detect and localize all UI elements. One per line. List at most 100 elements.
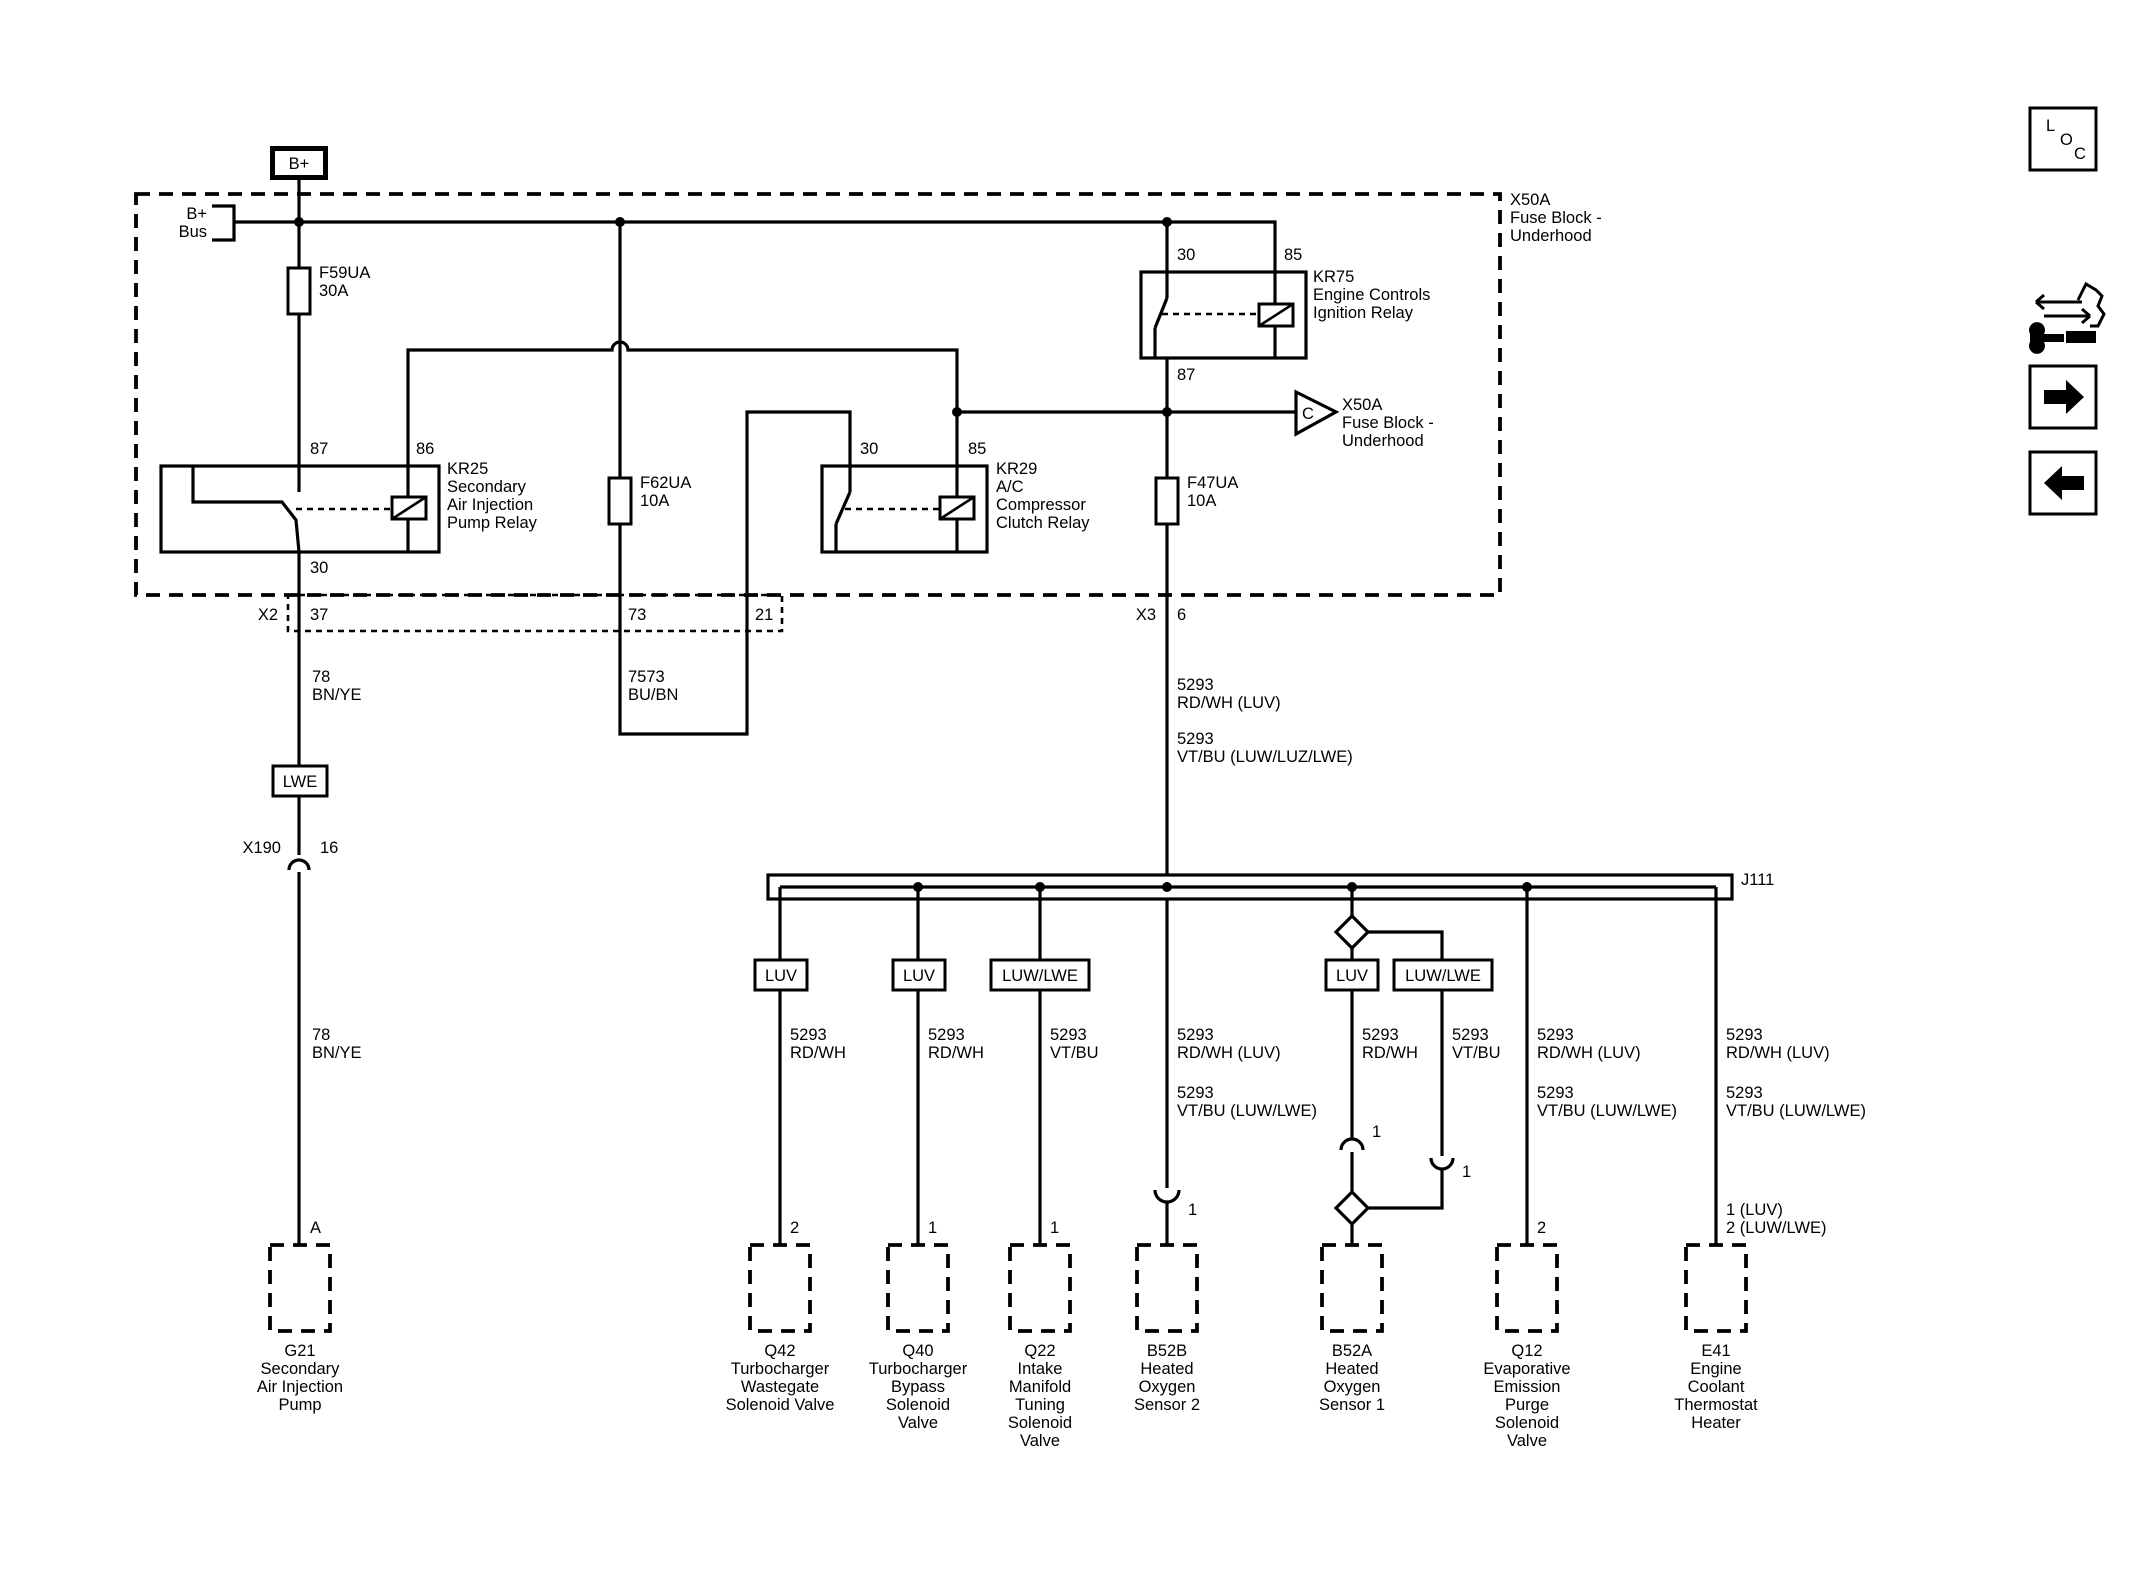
b52a-pin-upper: 1 xyxy=(1372,1123,1381,1141)
fuse-f59ua-ref: F59UA xyxy=(319,264,370,282)
q12-label-3: Purge xyxy=(1505,1396,1549,1414)
kr29-pin85: 85 xyxy=(968,440,986,458)
kr25-label-3: Pump Relay xyxy=(447,514,538,532)
bus-label-1: B+ xyxy=(186,205,207,223)
wire-q12-num-1: 5293 xyxy=(1537,1026,1574,1044)
kr29-pin30: 30 xyxy=(860,440,878,458)
offpage-label-2: Underhood xyxy=(1342,432,1424,450)
b52a-connector-upper xyxy=(1339,1137,1365,1151)
wire-q12-num-2: 5293 xyxy=(1537,1084,1574,1102)
fuse-f62ua-ref: F62UA xyxy=(640,474,691,492)
component-b52a xyxy=(1320,1243,1384,1333)
fuse-block-label-2: Underhood xyxy=(1510,227,1592,245)
q12-label-2: Emission xyxy=(1494,1378,1561,1396)
b52a-connector-lower xyxy=(1429,1157,1455,1171)
locator-letter-c: C xyxy=(2074,145,2086,163)
component-q40 xyxy=(886,1243,950,1333)
option-tag-lwe-label: LWE xyxy=(283,773,318,791)
q42-label-2: Wastegate xyxy=(741,1378,819,1396)
q40-label-4: Valve xyxy=(898,1414,938,1432)
next-page-button[interactable] xyxy=(2028,364,2098,430)
offpage-ref: X50A xyxy=(1342,396,1382,414)
wire-78-lower-color: BN/YE xyxy=(312,1044,362,1062)
b52a-label-2: Oxygen xyxy=(1324,1378,1381,1396)
wire-b52b-color-2: VT/BU (LUW/LWE) xyxy=(1177,1102,1317,1120)
fuse-block-ref: X50A xyxy=(1510,191,1550,209)
wire-b52b-num-1: 5293 xyxy=(1177,1026,1214,1044)
wire-78-upper-num: 78 xyxy=(312,668,330,686)
b52b-ref: B52B xyxy=(1147,1342,1187,1360)
e41-label-3: Thermostat xyxy=(1674,1396,1758,1414)
wire-q42-num: 5293 xyxy=(790,1026,827,1044)
q42-ref: Q42 xyxy=(764,1342,795,1360)
offpage-connector-c xyxy=(1294,389,1340,437)
wire-e41-color-2: VT/BU (LUW/LWE) xyxy=(1726,1102,1866,1120)
q22-label-1: Intake xyxy=(1018,1360,1063,1378)
offpage-label-1: Fuse Block - xyxy=(1342,414,1434,432)
e41-pin-2: 2 (LUW/LWE) xyxy=(1726,1219,1827,1237)
q22-pin: 1 xyxy=(1050,1219,1059,1237)
option-tag-q40-label: LUV xyxy=(903,967,935,985)
wire-b52a-left-num: 5293 xyxy=(1362,1026,1399,1044)
component-g21 xyxy=(268,1243,332,1333)
q12-label-1: Evaporative xyxy=(1483,1360,1570,1378)
diagnostic-tools-icon[interactable] xyxy=(2029,281,2106,354)
wire-main-color-2: VT/BU (LUW/LUZ/LWE) xyxy=(1177,748,1353,766)
b52a-ref: B52A xyxy=(1332,1342,1372,1360)
kr75-pin87: 87 xyxy=(1177,366,1195,384)
option-tag-b52a-right-label: LUW/LWE xyxy=(1405,967,1481,985)
b52a-pin-right: 1 xyxy=(1462,1163,1471,1181)
component-q22 xyxy=(1008,1243,1072,1333)
kr25-label-2: Air Injection xyxy=(447,496,533,514)
kr75-ref: KR75 xyxy=(1313,268,1354,286)
q12-ref: Q12 xyxy=(1511,1342,1542,1360)
bus-label-2: Bus xyxy=(179,223,207,241)
e41-ref: E41 xyxy=(1701,1342,1730,1360)
kr75-label-2: Ignition Relay xyxy=(1313,304,1414,322)
q42-label-3: Solenoid Valve xyxy=(726,1396,835,1414)
previous-page-button[interactable] xyxy=(2028,450,2098,516)
fuse-f59ua xyxy=(286,266,312,316)
b52b-label-3: Sensor 2 xyxy=(1134,1396,1200,1414)
q40-label-1: Turbocharger xyxy=(869,1360,968,1378)
kr29-label-2: Compressor xyxy=(996,496,1086,514)
splice-j111-label: J111 xyxy=(1741,871,1774,889)
x3-pin6: 6 xyxy=(1177,606,1186,624)
b52a-option-diamond-bottom xyxy=(1333,1189,1371,1227)
wire-q22-color: VT/BU xyxy=(1050,1044,1099,1062)
b52b-label-1: Heated xyxy=(1140,1360,1193,1378)
wire-e41-color-1: RD/WH (LUV) xyxy=(1726,1044,1830,1062)
component-q42 xyxy=(748,1243,812,1333)
b52a-label-3: Sensor 1 xyxy=(1319,1396,1385,1414)
locator-button[interactable]: L O C xyxy=(2028,106,2098,172)
wire-78-lower-num: 78 xyxy=(312,1026,330,1044)
fuse-f59ua-rating: 30A xyxy=(319,282,348,300)
option-tag-q42-label: LUV xyxy=(765,967,797,985)
option-tag-b52a-right xyxy=(1392,958,1494,992)
component-e41 xyxy=(1684,1243,1748,1333)
g21-label-1: Secondary xyxy=(261,1360,341,1378)
kr25-pin30: 30 xyxy=(310,559,328,577)
g21-pin: A xyxy=(310,1219,321,1237)
battery-supply-terminal: B+ xyxy=(270,146,328,180)
bus-bracket xyxy=(212,204,299,242)
x190-pin: 16 xyxy=(320,839,338,857)
option-tag-b52a-left-label: LUV xyxy=(1336,967,1368,985)
e41-label-4: Heater xyxy=(1691,1414,1741,1432)
q42-label-1: Turbocharger xyxy=(731,1360,830,1378)
kr25-ref: KR25 xyxy=(447,460,488,478)
fuse-f47ua xyxy=(1154,476,1180,526)
q12-label-4: Solenoid xyxy=(1495,1414,1559,1432)
fuse-f62ua-rating: 10A xyxy=(640,492,669,510)
fuse-f47ua-ref: F47UA xyxy=(1187,474,1238,492)
wire-7573-num: 7573 xyxy=(628,668,665,686)
x2-pin37: 37 xyxy=(310,606,328,624)
wire-b52a-right-num: 5293 xyxy=(1452,1026,1489,1044)
offpage-connector-letter: C xyxy=(1302,405,1314,423)
wire-q12-color-2: VT/BU (LUW/LWE) xyxy=(1537,1102,1677,1120)
wire-main-color-1: RD/WH (LUV) xyxy=(1177,694,1281,712)
q22-label-5: Valve xyxy=(1020,1432,1060,1450)
kr25-label-1: Secondary xyxy=(447,478,527,496)
q22-ref: Q22 xyxy=(1024,1342,1055,1360)
